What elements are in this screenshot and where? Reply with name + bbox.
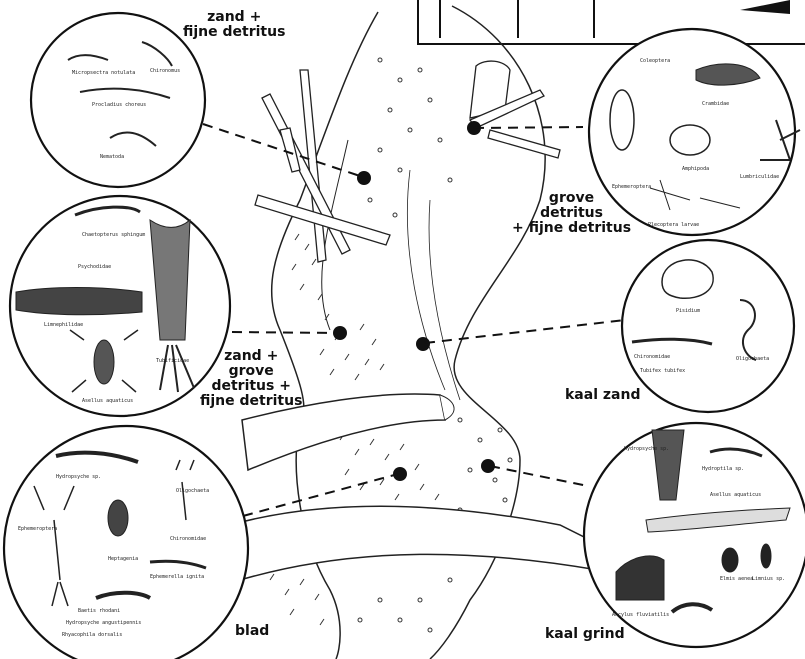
organism-c2-3: Amphipoda bbox=[682, 166, 709, 172]
organism-c3-5: Asellus aquaticus bbox=[82, 398, 133, 404]
organism-c5-8: Hydropsyche angustipennis bbox=[66, 620, 141, 626]
organism-c5-4: Chironomidae bbox=[170, 536, 206, 542]
organism-c5-2: Oligochaeta bbox=[176, 488, 209, 494]
top-legend-box bbox=[418, 0, 805, 44]
organism-c1-1: Micropsectra notulata bbox=[72, 70, 135, 76]
organism-c5-9: Rhyacophila dorsalis bbox=[62, 632, 122, 638]
organism-c6-4: Ancylus fluviatilis bbox=[612, 612, 669, 618]
organism-c6-6: Limnius sp. bbox=[752, 576, 785, 582]
label-blad: blad bbox=[235, 624, 269, 639]
organism-c6-1: Hydropsyche sp. bbox=[624, 446, 669, 452]
organism-c3-1: Chaetopterus sphingum bbox=[82, 232, 145, 238]
organism-c2-6: Plecoptera larvae bbox=[648, 222, 699, 228]
organism-c2-1: Coleoptera bbox=[640, 58, 670, 64]
label-grove-line1: grove bbox=[512, 191, 631, 206]
organism-c5-7: Baetis rhodani bbox=[78, 608, 120, 614]
organism-c1-3: Procladius choreus bbox=[92, 102, 146, 108]
label-zand-fijne-line2: fijne detritus bbox=[183, 25, 285, 40]
circle-6: Hydropsyche sp. Hydroptila sp. Asellus a… bbox=[584, 423, 805, 647]
label-zand-fijne-line1: zand + bbox=[183, 10, 285, 25]
label-zand-grove-fijne-detritus: zand + grove detritus + fijne detritus bbox=[200, 349, 302, 409]
label-zgf-line3: detritus + bbox=[200, 379, 302, 394]
organism-c6-5: Elmis aenea bbox=[720, 576, 753, 582]
organism-c4-4: Oligochaeta bbox=[736, 356, 769, 362]
organism-c6-2: Hydroptila sp. bbox=[702, 466, 744, 472]
organism-c4-3: Tubifex tubifex bbox=[640, 368, 685, 374]
organism-c4-2: Chironomidae bbox=[634, 354, 670, 360]
logs bbox=[230, 394, 600, 580]
label-zand-fijne-detritus: zand + fijne detritus bbox=[183, 10, 285, 40]
organism-c2-5: Ephemeroptera bbox=[612, 184, 651, 190]
label-kaal-grind: kaal grind bbox=[545, 627, 625, 642]
circle-3: Chaetopterus sphingum Psychodidae Limnep… bbox=[10, 196, 230, 416]
label-grove-line2: detritus bbox=[512, 206, 631, 221]
label-zgf-line2: grove bbox=[200, 364, 302, 379]
organism-c5-5: Heptagenia bbox=[108, 556, 138, 562]
label-kaal-zand: kaal zand bbox=[565, 388, 640, 403]
organism-c1-4: Nematoda bbox=[100, 154, 124, 160]
label-grove-fijne-detritus: grove detritus + fijne detritus bbox=[512, 191, 631, 236]
organism-c5-3: Ephemeroptera bbox=[18, 526, 57, 532]
organism-c3-3: Limnephilidae bbox=[44, 322, 83, 328]
circle-4: Pisidium Chironomidae Tubifex tubifex Ol… bbox=[622, 240, 794, 412]
organism-c3-4: Tubificidae bbox=[156, 358, 189, 364]
label-zgf-line4: fijne detritus bbox=[200, 394, 302, 409]
organism-c1-2: Chironomus bbox=[150, 68, 180, 74]
label-zgf-line1: zand + bbox=[200, 349, 302, 364]
organism-c3-2: Psychodidae bbox=[78, 264, 111, 270]
organism-c5-1: Hydropsyche sp. bbox=[56, 474, 101, 480]
label-grove-line3: + fijne detritus bbox=[512, 221, 631, 236]
sample-dot-1 bbox=[357, 171, 371, 185]
sample-dot-4 bbox=[416, 337, 430, 351]
organism-c6-3: Asellus aquaticus bbox=[710, 492, 761, 498]
circle-5: Hydropsyche sp. Oligochaeta Ephemeropter… bbox=[4, 426, 248, 659]
organism-c5-6: Ephemerella ignita bbox=[150, 574, 204, 580]
organism-c2-2: Crambidae bbox=[702, 101, 729, 107]
circle-1: Micropsectra notulata Chironomus Proclad… bbox=[31, 13, 205, 187]
organism-c4-1: Pisidium bbox=[676, 308, 700, 314]
organism-c2-4: Lumbriculidae bbox=[740, 174, 779, 180]
